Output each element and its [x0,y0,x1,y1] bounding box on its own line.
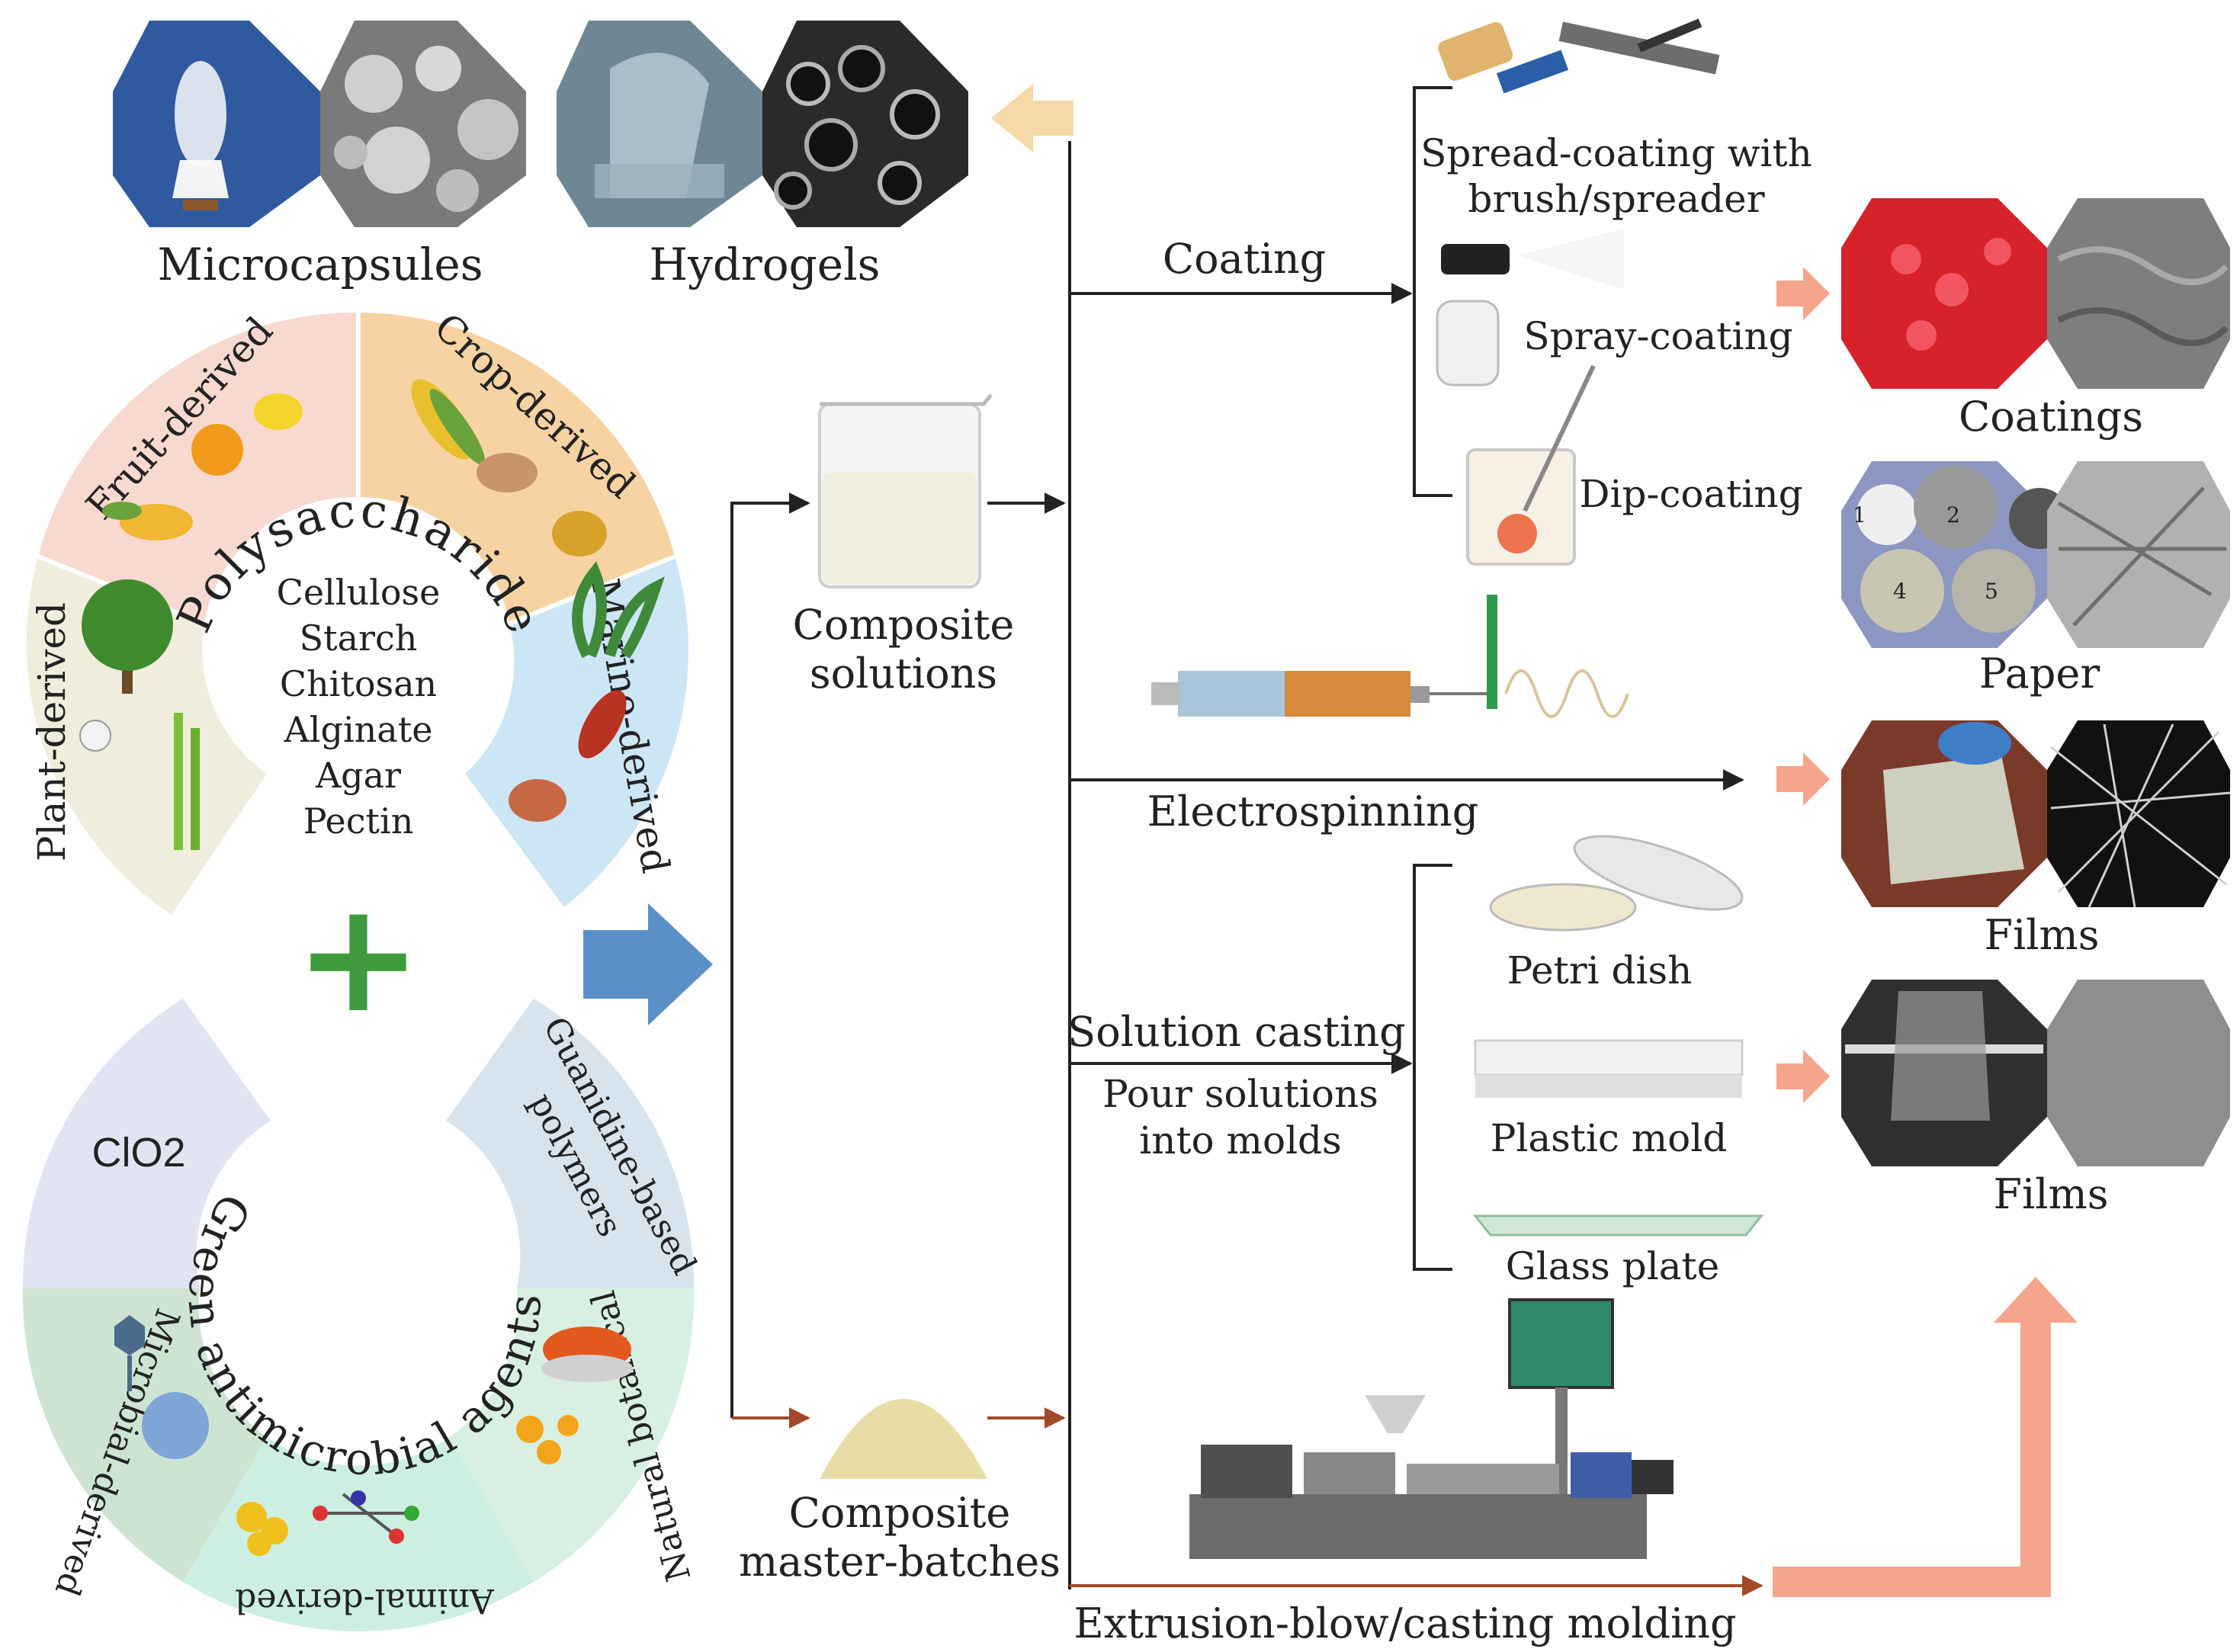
lemon-icon [254,393,303,430]
antimicrobial-ring [22,999,695,1631]
spread-coating-label-line2: brush/spreader [1468,177,1764,221]
polysaccharide-list: Cellulose Starch Chitosan Alginate Agar … [277,572,441,842]
electrospinning-process-label: Electrospinning [1147,788,1479,836]
main-flow-arrow [583,903,713,1025]
cast-film-photo [1841,980,2047,1166]
brush-icon [1438,22,1569,94]
hydrogel-arrow [991,84,1073,152]
animal-derived-sector [183,1437,534,1631]
fruit-derived-sector [38,312,358,624]
nanofiber-sem-photo [2047,720,2231,908]
spread-coating-label-line1: Spread-coating with [1420,131,1812,175]
hydrogel-photo [557,21,762,227]
molecule-icon [313,1490,419,1544]
petri-dish-icon [1489,835,1744,932]
dip-coating-label: Dip-coating [1579,472,1802,516]
hydrogels-label: Hydrogels [650,239,881,290]
coating-process-label: Coating [1163,235,1326,283]
paper-sem-photo [2047,461,2230,648]
orange-icon [191,424,243,476]
hydrogel-sem-photo [762,21,968,227]
polysaccharide-item: Chitosan [280,663,437,704]
bacteriophage-icon [114,1315,145,1391]
crab-icon [509,779,566,822]
spice-bowl-icon [541,1326,633,1382]
paper-label: Paper [1979,650,2100,698]
flow-connectors [730,86,1763,1596]
films-output-arrow-2 [1776,1050,1830,1103]
composite-solutions-label-line2: solutions [810,650,997,698]
animal-derived-label: Animal-derived [235,1581,494,1620]
polysaccharide-item: Agar [315,755,401,796]
beaker-solution-illustration [818,393,993,589]
films-output-arrow-1 [1776,752,1830,806]
oil-drops-icon [516,1415,579,1464]
seaweed-icon [572,561,665,659]
composite-solutions-label-line1: Composite [793,601,1015,649]
pour-solutions-label-line2: into molds [1139,1118,1341,1163]
dip-coating-beaker-icon [1466,364,1596,566]
extrusion-process-label: Extrusion-blow/casting molding [1073,1599,1736,1647]
electrospun-film-photo [1841,720,2047,907]
glass-plate-icon [1472,1214,1764,1237]
tuber-icon [477,453,538,492]
films-label-casting: Films [1994,1170,2109,1218]
coatings-label: Coatings [1959,393,2143,441]
coating-sem-photo [2047,198,2230,389]
mango-icon [102,502,193,541]
paper-sample-number: 4 [1893,579,1907,604]
cotton-icon [79,720,111,752]
microcapsules-label: Microcapsules [157,239,483,290]
polysaccharide-item: Alginate [284,709,433,750]
pomegranate-coating-photo [1841,198,2047,389]
microcapsule-sem-photo [320,21,526,227]
extrusion-output-arrow [1773,1277,2078,1597]
spray-bottle-icon [1436,229,1624,387]
paper-sample-number: 5 [1985,579,1998,604]
syringe-icon [1151,595,1629,718]
extruder-machine-icon [1189,1298,1674,1559]
plus-sign: + [294,869,422,1047]
lobster-icon [578,690,627,759]
chitosan-granules-icon [236,1502,288,1556]
glass-plate-label: Glass plate [1506,1244,1719,1288]
paper-samples-photo: 1 2 4 5 [1841,461,2070,648]
pour-solutions-label-line1: Pour solutions [1102,1072,1378,1116]
plant-derived-label: Plant-derived [30,602,74,861]
composite-masterbatch-label-line2: master-batches [739,1538,1061,1586]
corn-icon [411,379,486,465]
films-label-electrospinning: Films [1985,911,2100,959]
spray-coating-label: Spray-coating [1523,314,1792,358]
guanidine-sector [446,999,695,1288]
polysaccharide-item: Starch [300,617,418,659]
paper-sample-number: 2 [1946,502,1960,528]
cast-film-sem-photo [2047,980,2230,1166]
plastic-mold-label: Plastic mold [1491,1116,1728,1160]
tree-icon [82,579,173,694]
plastic-mold-icon [1474,1039,1744,1098]
polysaccharide-item: Pectin [303,800,414,842]
potato-icon [552,511,607,557]
spreader-icon [1558,18,1720,75]
petri-dish-label: Petri dish [1507,948,1693,993]
solution-casting-process-label: Solution casting [1067,1008,1405,1056]
polysaccharide-item: Cellulose [277,572,441,613]
plant-derived-sector [26,557,268,915]
paper-sample-number: 1 [1853,502,1866,528]
bamboo-icon [174,713,200,850]
microcapsule-powder-photo [113,21,320,227]
coatings-output-arrow [1776,267,1830,320]
clo2-label: ClO2 [91,1130,185,1176]
powder-pile-illustration [820,1399,987,1479]
composite-masterbatch-label-line1: Composite [789,1489,1011,1537]
bacteria-cluster-icon [142,1392,209,1459]
clo2-sector [22,999,271,1288]
